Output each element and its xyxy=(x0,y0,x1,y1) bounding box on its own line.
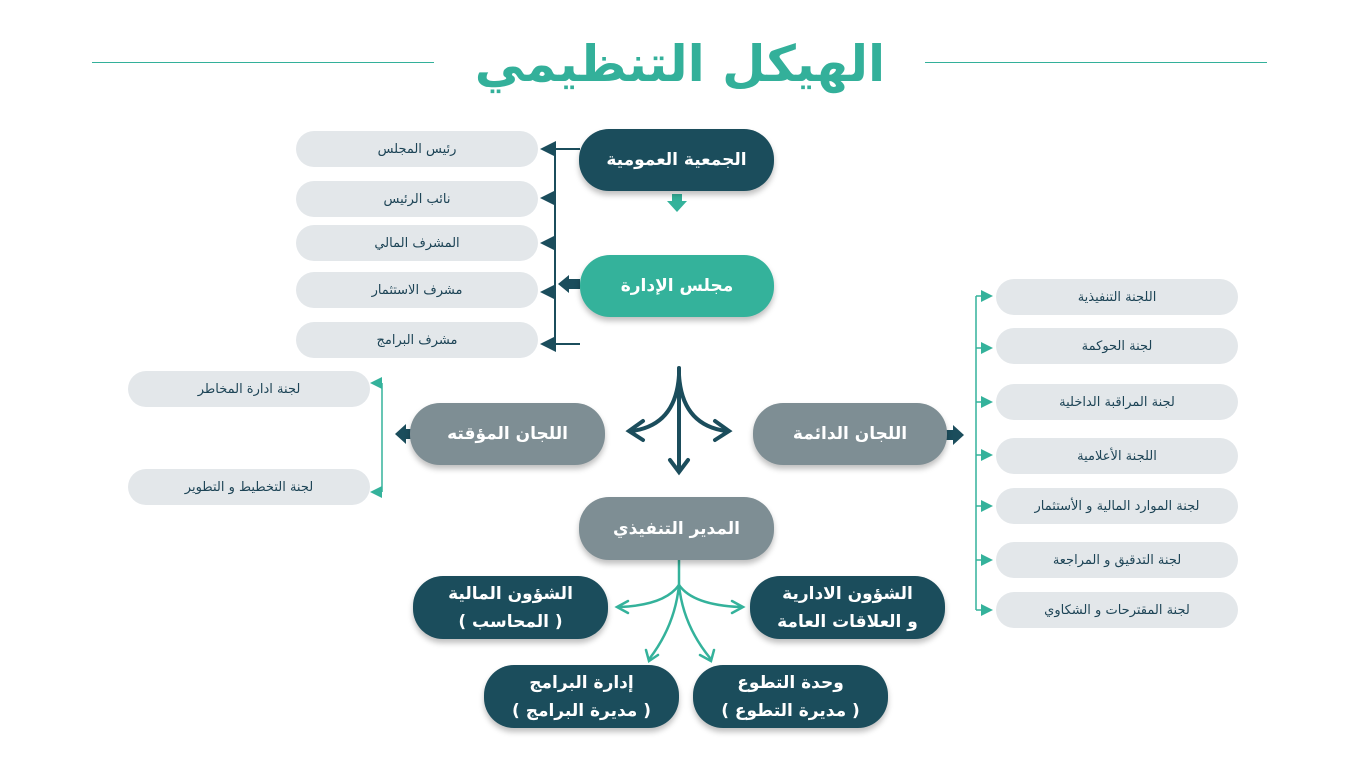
programs-line2: ( مديرة البرامج ) xyxy=(512,700,651,721)
financial-affairs-node: الشؤون المالية ( المحاسب ) xyxy=(413,576,608,639)
board-node: مجلس الإدارة xyxy=(580,255,774,317)
permanent-committee-item: لجنة التدقيق و المراجعة xyxy=(996,542,1238,578)
permanent-committee-item: اللجنة الأعلامية xyxy=(996,438,1238,474)
general-assembly-node: الجمعية العمومية xyxy=(579,129,774,191)
executive-director-node: المدير التنفيذي xyxy=(579,497,774,560)
programs-line1: إدارة البرامج xyxy=(529,672,634,693)
board-member-item: مشرف الاستثمار xyxy=(296,272,538,308)
permanent-committee-item: لجنة المراقبة الداخلية xyxy=(996,384,1238,420)
programs-node: إدارة البرامج ( مديرة البرامج ) xyxy=(484,665,679,728)
general-assembly-label: الجمعية العمومية xyxy=(606,150,747,170)
permanent-committee-item: لجنة الحوكمة xyxy=(996,328,1238,364)
financial-affairs-line2: ( المحاسب ) xyxy=(458,611,563,632)
permanent-bracket xyxy=(946,290,993,616)
temporary-committee-item: لجنة التخطيط و التطوير xyxy=(128,469,370,505)
board-label: مجلس الإدارة xyxy=(620,276,734,296)
title-line-left xyxy=(92,62,434,63)
volunteering-line2: ( مديرة التطوع ) xyxy=(721,700,860,721)
temporary-committees-node: اللجان المؤقته xyxy=(410,403,605,465)
permanent-committees-label: اللجان الدائمة xyxy=(792,424,908,444)
permanent-committee-item: اللجنة التنفيذية xyxy=(996,279,1238,315)
assembly-to-board-arrow xyxy=(667,194,687,212)
temporary-committees-label: اللجان المؤقته xyxy=(447,424,568,444)
permanent-committee-item: لجنة المقترحات و الشكاوي xyxy=(996,592,1238,628)
board-member-item: رئيس المجلس xyxy=(296,131,538,167)
admin-affairs-line1: الشؤون الادارية xyxy=(782,583,913,604)
financial-affairs-line1: الشؤون المالية xyxy=(448,583,573,604)
temporary-committee-item: لجنة ادارة المخاطر xyxy=(128,371,370,407)
title-line-right xyxy=(925,62,1267,63)
board-member-item: المشرف المالي xyxy=(296,225,538,261)
volunteering-node: وحدة التطوع ( مديرة التطوع ) xyxy=(693,665,888,728)
page-title: الهيكل التنظيمي xyxy=(474,35,886,93)
temporary-bracket xyxy=(370,377,414,498)
central-split-arrows xyxy=(625,366,733,476)
permanent-committee-item: لجنة الموارد المالية و الأستثمار xyxy=(996,488,1238,524)
executive-director-label: المدير التنفيذي xyxy=(613,518,740,539)
executive-split-lines xyxy=(614,558,746,664)
board-members-bracket xyxy=(540,141,580,352)
permanent-committees-node: اللجان الدائمة xyxy=(753,403,947,465)
admin-affairs-node: الشؤون الادارية و العلاقات العامة xyxy=(750,576,945,639)
volunteering-line1: وحدة التطوع xyxy=(737,672,844,693)
admin-affairs-line2: و العلاقات العامة xyxy=(777,611,918,632)
board-member-item: نائب الرئيس xyxy=(296,181,538,217)
board-member-item: مشرف البرامج xyxy=(296,322,538,358)
